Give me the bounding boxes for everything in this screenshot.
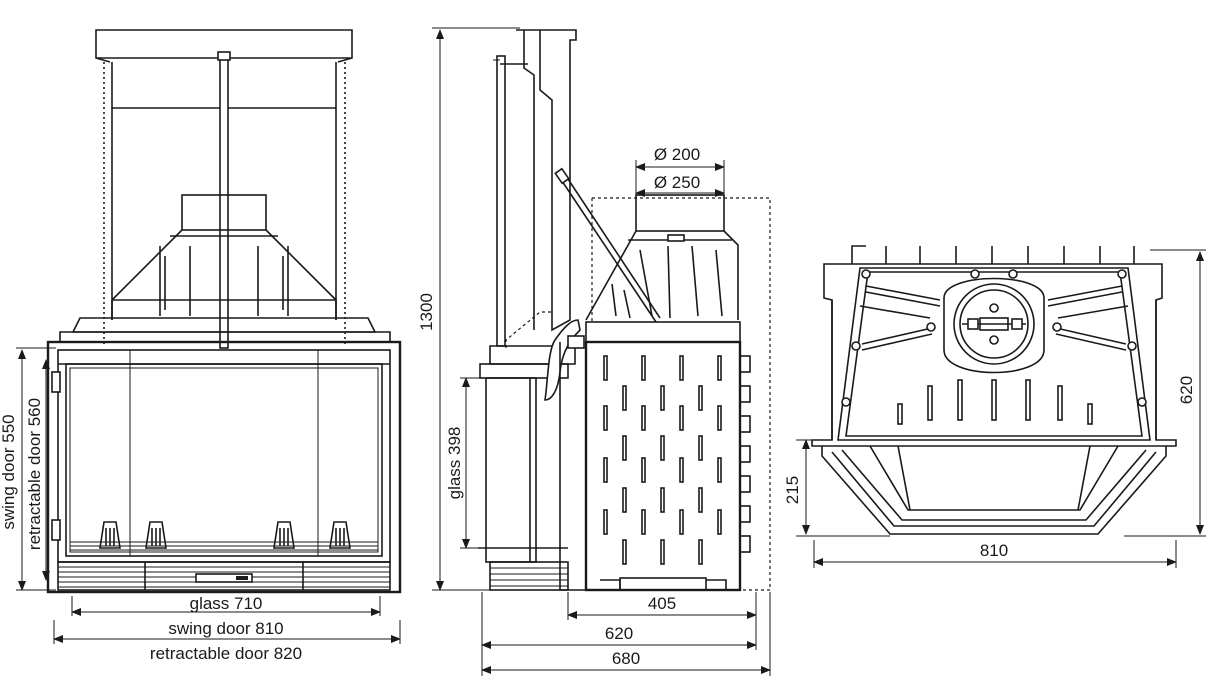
total-height-label: 1300: [417, 293, 436, 331]
depth-405-label: 405: [648, 594, 676, 613]
swing-door-width-label: swing door 810: [168, 619, 283, 638]
top-view: 620 215 810: [783, 245, 1206, 568]
depth-620-label: 620: [605, 624, 633, 643]
bolt-icon: [861, 269, 871, 279]
side-dimensions: 1300 glass 398 Ø 200 Ø 250 405 620 680: [417, 27, 771, 676]
bolt-icon: [1117, 269, 1127, 279]
retractable-door-height-label: retractable door 560: [25, 398, 44, 550]
flue-inner-label: Ø 200: [654, 145, 700, 164]
top-dimensions: 620 215 810: [783, 249, 1206, 568]
retractable-door-width-label: retractable door 820: [150, 644, 302, 663]
top-flue-collar: [926, 269, 1062, 374]
bolt-icon: [1127, 341, 1137, 351]
front-view: glass 710 swing door 810 retractable doo…: [0, 29, 402, 663]
side-view: 1300 glass 398 Ø 200 Ø 250 405 620 680: [417, 27, 771, 676]
side-retract-frame: [478, 29, 585, 591]
top-front-depth-label: 215: [783, 476, 802, 504]
top-door: [821, 445, 1167, 535]
log-rests: [99, 521, 351, 549]
bolt-icon: [1137, 397, 1147, 407]
glass-width-label: glass 710: [190, 594, 263, 613]
top-depth-label: 620: [1177, 376, 1196, 404]
front-body: [46, 340, 402, 594]
flue-outer-label: Ø 250: [654, 173, 700, 192]
top-firebox-bars: [859, 285, 1129, 425]
front-dimensions: glass 710 swing door 810 retractable doo…: [0, 347, 401, 663]
top-tabs: [851, 245, 1135, 264]
bolt-icon: [851, 341, 861, 351]
bolt-icon: [841, 397, 851, 407]
side-body: [554, 167, 771, 592]
glass-height-label: glass 398: [445, 427, 464, 500]
swing-door-height-label: swing door 550: [0, 414, 18, 529]
front-hood: [59, 29, 391, 349]
top-width-label: 810: [980, 541, 1008, 560]
side-vent-slots: [603, 355, 722, 565]
depth-680-label: 680: [612, 649, 640, 668]
